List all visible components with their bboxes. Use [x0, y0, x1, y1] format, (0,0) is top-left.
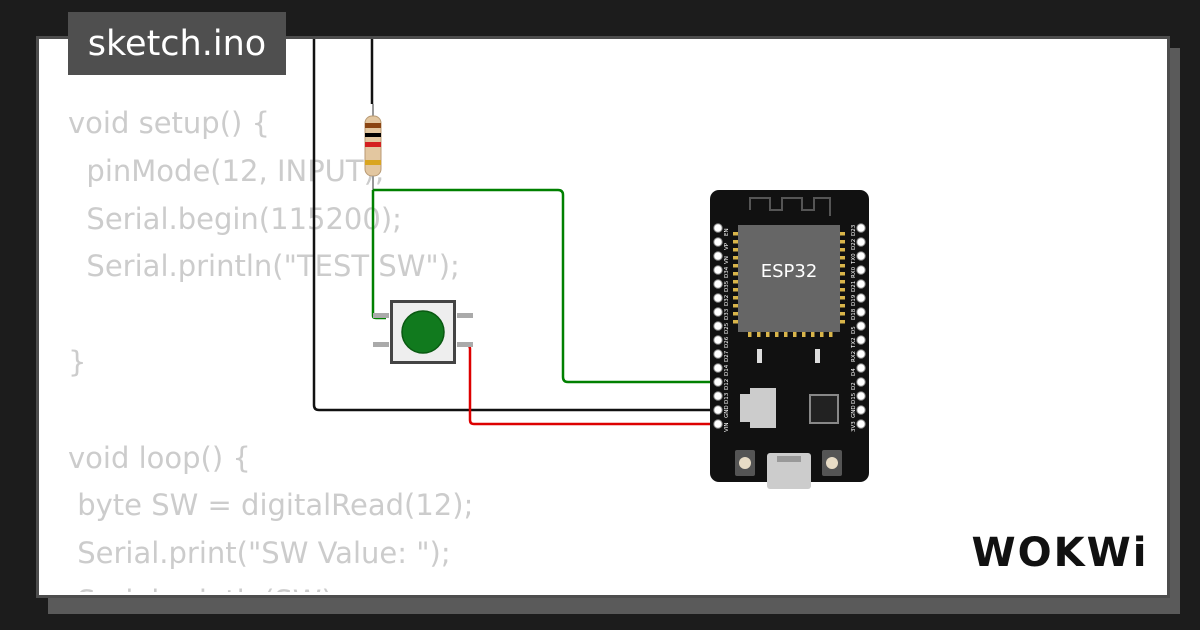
- pin-right-d22[interactable]: [856, 237, 866, 247]
- pin-right-rx2[interactable]: [856, 349, 866, 359]
- pin-right-rx0[interactable]: [856, 265, 866, 275]
- pin-label: D26: [724, 336, 730, 348]
- pin-label: D27: [724, 350, 730, 362]
- pin-right-gnd[interactable]: [856, 405, 866, 415]
- pin-right-d21[interactable]: [856, 279, 866, 289]
- pin-right-tx0[interactable]: [856, 251, 866, 261]
- pin-left-d26[interactable]: [713, 335, 723, 345]
- code-line: }: [68, 344, 87, 379]
- pin-right-tx2[interactable]: [856, 335, 866, 345]
- pin-label: D15: [851, 392, 857, 404]
- pin-right-d15[interactable]: [856, 391, 866, 401]
- pin-label: D32: [724, 295, 730, 306]
- pin-label: TX2: [851, 337, 857, 349]
- pin-label: D25: [724, 322, 730, 334]
- pin-label: D18: [851, 308, 857, 320]
- regulator-icon: [740, 394, 750, 422]
- pin-label: D21: [851, 281, 857, 292]
- pin-label: D5: [851, 326, 857, 334]
- pin-label: D35: [724, 280, 730, 292]
- code-block: void setup() { pinMode(12, INPUT); Seria…: [68, 100, 473, 592]
- code-line: byte SW = digitalRead(12);: [68, 488, 474, 523]
- pin-label: D2: [851, 382, 857, 390]
- pin-right-d4[interactable]: [856, 363, 866, 373]
- pin-label: GND: [851, 405, 857, 418]
- pin-left-vin[interactable]: [713, 419, 723, 429]
- right-pin-header[interactable]: [856, 223, 866, 429]
- pin-label: D19: [851, 294, 857, 306]
- code-line: Serial.print("SW Value: ");: [68, 536, 451, 571]
- code-line: void loop() {: [68, 440, 251, 475]
- pin-label: 3V3: [851, 421, 857, 432]
- pin-left-d14[interactable]: [713, 363, 723, 373]
- esp32-board[interactable]: ESP32 ENVPVND34D35D32D33D25D26D27D14D12D…: [710, 190, 869, 489]
- pin-label: VN: [724, 256, 730, 264]
- pin-label: D34: [724, 266, 730, 278]
- pin-label: D12: [724, 379, 730, 390]
- code-line: Serial.println(SW);: [68, 578, 473, 592]
- wire-red[interactable]: [460, 343, 718, 426]
- pin-right-d18[interactable]: [856, 307, 866, 317]
- pin-left-d12[interactable]: [713, 377, 723, 387]
- pin-label: GND: [724, 405, 730, 418]
- pin-label: VP: [724, 242, 730, 250]
- pin-left-d27[interactable]: [713, 349, 723, 359]
- pin-label: D4: [851, 368, 857, 376]
- push-button[interactable]: [373, 300, 473, 364]
- wokwi-logo: WOKWi: [972, 530, 1149, 576]
- pin-left-vp[interactable]: [713, 237, 723, 247]
- button-cap-icon[interactable]: [401, 310, 445, 354]
- pin-label: EN: [724, 228, 730, 236]
- pin-label: D13: [724, 392, 730, 404]
- pin-left-d13[interactable]: [713, 391, 723, 401]
- pin-right-d23[interactable]: [856, 223, 866, 233]
- pin-right-3v3[interactable]: [856, 419, 866, 429]
- code-line: Serial.println("TEST SW");: [68, 249, 460, 284]
- pin-label: TX0: [851, 253, 857, 265]
- left-pin-header[interactable]: [713, 223, 723, 429]
- pin-left-d35[interactable]: [713, 279, 723, 289]
- simulation-canvas[interactable]: [36, 36, 1170, 598]
- pin-right-d5[interactable]: [856, 321, 866, 331]
- pin-left-d34[interactable]: [713, 265, 723, 275]
- pin-label: D22: [851, 239, 857, 250]
- code-preview: void setup() { pinMode(12, INPUT); Seria…: [39, 39, 1167, 592]
- usb-chip-icon: [809, 394, 839, 424]
- pin-label: D14: [724, 364, 730, 376]
- pin-left-d33[interactable]: [713, 307, 723, 317]
- pin-left-vn[interactable]: [713, 251, 723, 261]
- pin-right-d2[interactable]: [856, 377, 866, 387]
- pin-left-d25[interactable]: [713, 321, 723, 331]
- pin-left-d32[interactable]: [713, 293, 723, 303]
- code-line: void setup() {: [68, 106, 270, 140]
- pin-right-d19[interactable]: [856, 293, 866, 303]
- antenna-icon: [749, 197, 831, 216]
- wire-black-gnd[interactable]: [312, 39, 718, 412]
- chip-pins: [733, 232, 845, 337]
- pin-label: D23: [851, 224, 857, 236]
- pin-left-gnd[interactable]: [713, 405, 723, 415]
- pin-label: VIN: [724, 423, 730, 433]
- pin-label: RX0: [851, 266, 857, 278]
- pin-label: D33: [724, 308, 730, 320]
- code-line: Serial.begin(115200);: [68, 201, 402, 236]
- file-tab[interactable]: sketch.ino: [68, 12, 286, 75]
- pin-label: RX2: [851, 351, 857, 362]
- resistor[interactable]: [364, 104, 382, 190]
- chip-label: ESP32: [761, 261, 818, 282]
- esp32-chip: [738, 225, 840, 332]
- pin-left-en[interactable]: [713, 223, 723, 233]
